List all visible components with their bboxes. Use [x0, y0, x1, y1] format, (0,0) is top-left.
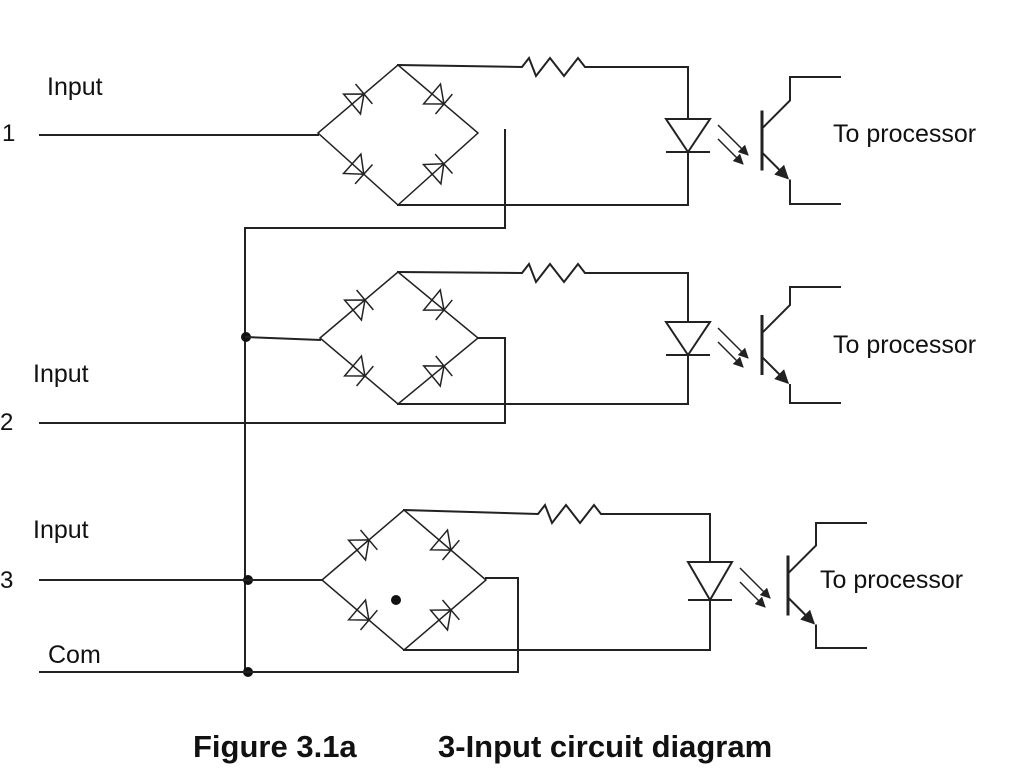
- output-3-label: To processor: [820, 566, 963, 594]
- phototransistor-emitter: [815, 624, 867, 649]
- diode-bar: [435, 355, 453, 377]
- input-stage: [316, 55, 841, 207]
- phototransistor-collector: [786, 522, 867, 575]
- led-icon: [664, 321, 712, 357]
- led-return-wire: [397, 151, 689, 206]
- com-label: Com: [48, 641, 101, 669]
- led-return-wire: [397, 354, 689, 405]
- figure-title: 3-Input circuit diagram: [438, 729, 772, 764]
- diode-icon: [343, 299, 366, 322]
- com-wire: [39, 577, 519, 673]
- diode-icon: [343, 354, 366, 377]
- diode-bar: [355, 365, 374, 387]
- diode-bar: [354, 83, 373, 105]
- bridge-rectifier: [316, 64, 480, 207]
- input-stages: [316, 55, 867, 651]
- input-3-number: 3: [0, 567, 13, 594]
- common-bus-wire: [244, 129, 506, 673]
- bridge-2-left-wire: [244, 335, 322, 342]
- phototransistor-emitter-arrow: [761, 151, 789, 180]
- diode-icon: [429, 609, 452, 632]
- diode-icon: [421, 162, 445, 186]
- light-arrow-icon: [717, 138, 744, 165]
- phototransistor-emitter: [789, 179, 841, 205]
- input-1-number: 1: [2, 120, 15, 147]
- resistor-icon: [396, 261, 689, 321]
- diode-icon: [429, 528, 452, 551]
- phototransistor-collector: [760, 76, 841, 130]
- diode-bar: [359, 609, 378, 631]
- input-2-number: 2: [0, 409, 13, 436]
- diode-bar: [355, 289, 374, 311]
- output-1-label: To processor: [833, 120, 976, 148]
- diode-bar: [435, 299, 453, 321]
- resistor-icon: [396, 55, 689, 118]
- diode-bar: [354, 164, 374, 185]
- phototransistor-emitter: [789, 384, 841, 404]
- input-stage: [318, 261, 841, 405]
- stray-dot: [391, 595, 401, 605]
- input-1-label: Input: [47, 73, 103, 101]
- diode-bar: [434, 93, 453, 115]
- bridge-rectifier: [318, 271, 480, 405]
- light-arrow-icon: [717, 327, 749, 359]
- light-arrow-icon: [739, 567, 771, 599]
- diode-bar: [441, 539, 460, 561]
- phototransistor-collector: [760, 286, 841, 335]
- diode-icon: [342, 93, 365, 116]
- input-2-wire: [39, 337, 506, 424]
- phototransistor-emitter-arrow: [761, 356, 789, 384]
- bridge-rectifier: [320, 509, 488, 651]
- light-arrow-icon: [739, 581, 766, 608]
- diode-icon: [422, 288, 445, 311]
- diode-icon: [347, 539, 370, 562]
- phototransistor-emitter-arrow: [787, 596, 815, 625]
- input-2-label: Input: [33, 360, 89, 388]
- diode-icon: [422, 365, 445, 388]
- diode-bar: [441, 599, 460, 621]
- light-arrow-icon: [717, 124, 749, 156]
- diode-bar: [434, 153, 454, 174]
- figure-number: Figure 3.1a: [193, 729, 357, 764]
- light-arrow-icon: [717, 341, 744, 368]
- diode-icon: [422, 82, 445, 105]
- diode-icon: [347, 598, 370, 621]
- diode-bar: [359, 529, 378, 551]
- resistor-icon: [402, 502, 711, 561]
- led-return-wire: [403, 599, 711, 651]
- led-icon: [686, 561, 734, 602]
- input-stage: [320, 502, 867, 651]
- diode-icon: [341, 152, 365, 176]
- input-3-label: Input: [33, 516, 89, 544]
- led-icon: [664, 118, 712, 154]
- output-2-label: To processor: [833, 331, 976, 359]
